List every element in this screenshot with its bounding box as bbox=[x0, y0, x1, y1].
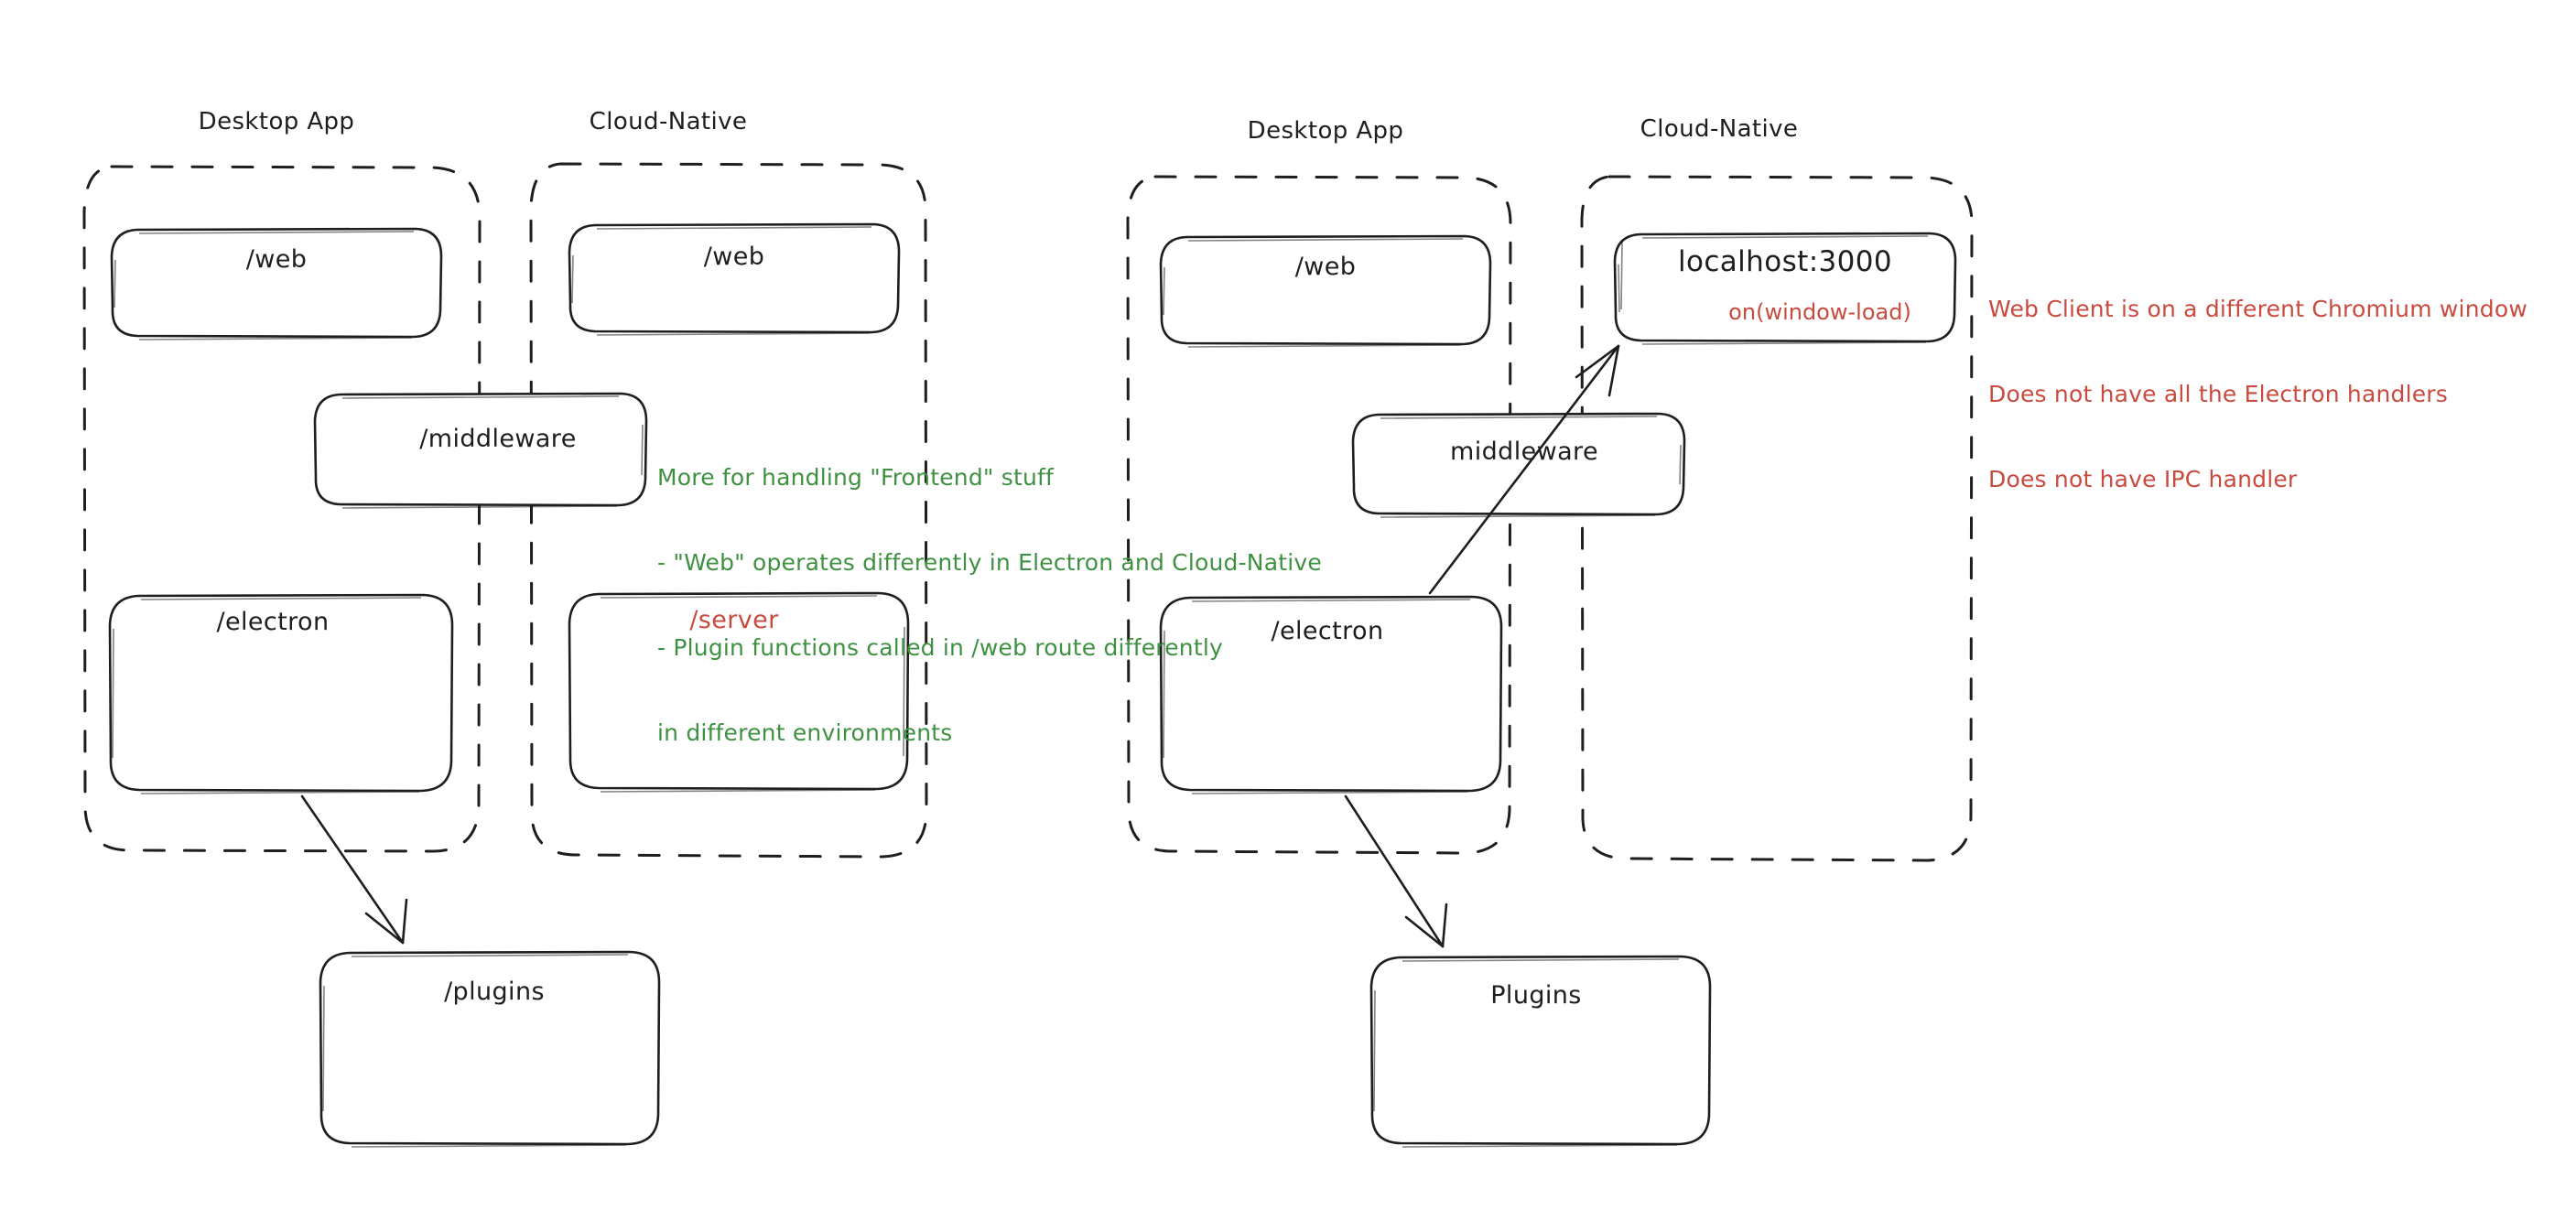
box-right-plugins[interactable] bbox=[1369, 955, 1712, 1148]
box-left-electron[interactable] bbox=[108, 593, 454, 794]
sketch-overstroke bbox=[1380, 416, 1682, 518]
sketch-overstroke bbox=[571, 226, 872, 336]
sketch-overstroke bbox=[600, 595, 905, 793]
group-border bbox=[1580, 175, 1974, 862]
note-frontend-green: More for handling "Frontend" stuff - "We… bbox=[657, 406, 1322, 775]
box-right-desktop-web[interactable] bbox=[1159, 234, 1492, 348]
box-label-right-plugins: Plugins bbox=[1490, 981, 1582, 1010]
box-outline bbox=[313, 392, 648, 507]
box-sublabel-right-localhost-on-window-load: on(window-load) bbox=[1728, 299, 1911, 325]
box-outline bbox=[568, 591, 910, 791]
box-label-left-middleware: /middleware bbox=[419, 425, 577, 453]
box-outline bbox=[1159, 595, 1503, 793]
note-line: Web Client is on a different Chromium wi… bbox=[1988, 296, 2527, 322]
group-left-cloud-native[interactable] bbox=[529, 162, 928, 859]
sketch-overstroke bbox=[1163, 238, 1464, 348]
box-left-desktop-web[interactable] bbox=[110, 227, 443, 340]
note-line: Does not have all the Electron handlers bbox=[1988, 381, 2449, 407]
sketch-overstroke bbox=[112, 597, 422, 794]
sketch-overstroke bbox=[1373, 958, 1680, 1148]
box-label-left-electron: /electron bbox=[216, 608, 330, 636]
group-title-right-cloud-native: Cloud-Native bbox=[1640, 115, 1799, 143]
box-outline bbox=[1613, 232, 1957, 343]
arrow-right-electron-to-localhost bbox=[1428, 344, 1620, 595]
group-border bbox=[529, 162, 928, 859]
box-outline bbox=[1159, 234, 1492, 346]
group-title-left-desktop-app: Desktop App bbox=[198, 108, 355, 135]
group-border bbox=[82, 165, 482, 853]
note-web-client-warning-red: Web Client is on a different Chromium wi… bbox=[1988, 238, 2527, 522]
box-label-right-localhost: localhost:3000 bbox=[1677, 245, 1893, 278]
box-left-plugins[interactable] bbox=[319, 950, 661, 1148]
box-label-left-server: /server bbox=[689, 606, 779, 634]
sketch-overstroke bbox=[322, 954, 629, 1148]
arrow-right-electron-to-plugins bbox=[1344, 794, 1448, 948]
sketch-overstroke bbox=[1163, 599, 1471, 794]
box-label-right-middleware: middleware bbox=[1450, 438, 1598, 466]
group-left-desktop-app[interactable] bbox=[82, 165, 482, 853]
box-outline bbox=[110, 227, 443, 339]
sketch-overstroke bbox=[341, 395, 644, 509]
note-line: in different environments bbox=[657, 719, 953, 746]
box-right-localhost[interactable] bbox=[1613, 232, 1957, 345]
group-title-right-desktop-app: Desktop App bbox=[1247, 117, 1404, 145]
box-label-right-desktop-web: /web bbox=[1294, 253, 1357, 281]
box-left-cloud-web[interactable] bbox=[568, 222, 901, 336]
box-label-left-desktop-web: /web bbox=[245, 245, 308, 274]
group-title-left-cloud-native: Cloud-Native bbox=[589, 108, 748, 135]
box-right-electron[interactable] bbox=[1159, 595, 1503, 794]
note-line: - "Web" operates differently in Electron… bbox=[657, 549, 1322, 576]
sketch-overstroke bbox=[1618, 235, 1929, 345]
note-line: - Plugin functions called in /web route … bbox=[657, 634, 1223, 661]
box-right-middleware[interactable] bbox=[1351, 412, 1686, 518]
box-label-left-plugins: /plugins bbox=[444, 978, 545, 1006]
box-outline bbox=[319, 950, 661, 1146]
box-label-right-electron: /electron bbox=[1271, 617, 1384, 645]
box-outline bbox=[1351, 412, 1686, 516]
box-left-server[interactable] bbox=[568, 591, 910, 793]
box-outline bbox=[1369, 955, 1712, 1146]
box-outline bbox=[108, 593, 454, 793]
arrow-left-electron-to-plugins bbox=[300, 794, 408, 945]
sketch-overstroke bbox=[114, 231, 415, 340]
box-label-left-cloud-web: /web bbox=[703, 243, 765, 271]
note-line: Does not have IPC handler bbox=[1988, 466, 2298, 492]
box-outline bbox=[568, 222, 901, 334]
box-left-middleware[interactable] bbox=[313, 392, 648, 509]
group-right-cloud-native[interactable] bbox=[1580, 175, 1974, 862]
note-line: More for handling "Frontend" stuff bbox=[657, 464, 1055, 491]
